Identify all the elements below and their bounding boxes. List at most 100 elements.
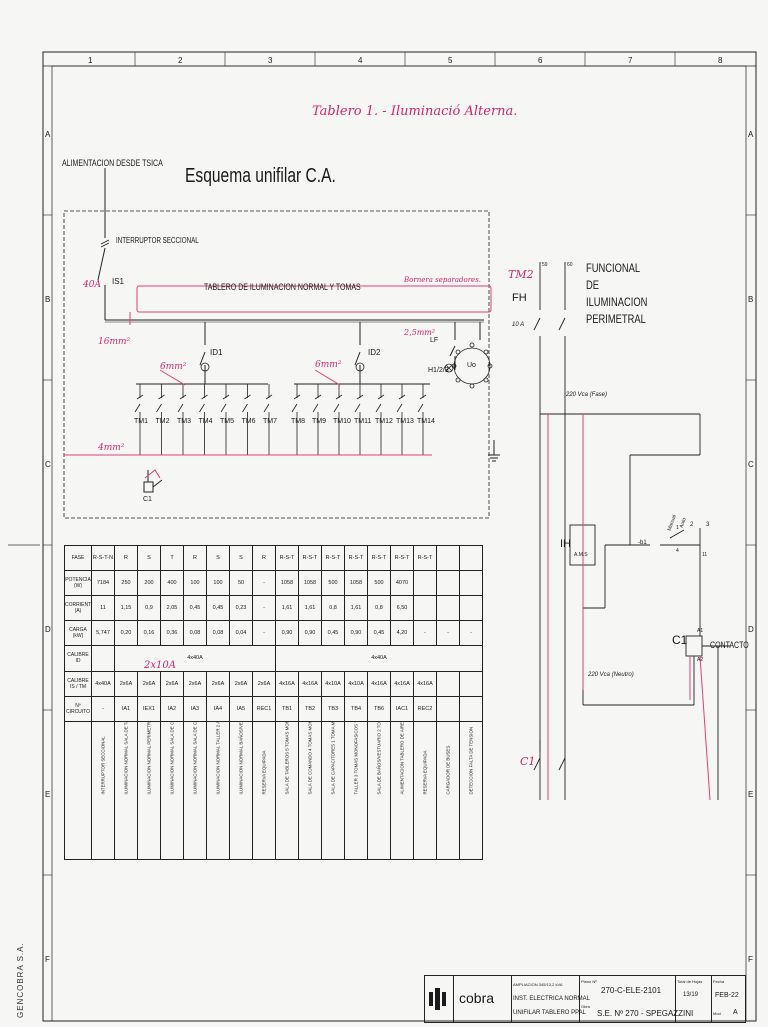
handwritten-size: 40A: [83, 280, 101, 290]
column-number: 2: [178, 56, 183, 65]
terminal-a1: A1: [697, 628, 704, 634]
table-cell: T: [160, 544, 184, 572]
terminal-11: 11: [702, 552, 708, 558]
row-letter: C: [45, 460, 51, 469]
fh-label: FH: [512, 292, 527, 304]
table-cell: 4x16A: [413, 670, 437, 697]
table-cell: 5,747: [91, 620, 115, 647]
row-letter: A: [45, 130, 51, 139]
table-cell: 1,61: [298, 595, 322, 622]
hojas-label: Total de Hojas: [677, 979, 703, 984]
table-cell: 4x16A: [367, 670, 391, 697]
table-cell: 0,45: [183, 595, 207, 622]
breaker-switch-icon: [134, 384, 144, 455]
table-cell: [413, 595, 437, 622]
table-cell: R-S-T: [413, 544, 437, 572]
breaker-switch-icon: [263, 384, 273, 455]
breaker-switch-icon: [396, 384, 406, 455]
table-cell: -: [252, 570, 276, 597]
table-cell: 2x6A: [114, 670, 138, 697]
plano-box: Plano Nº 270-C-ELE-2101 Obra S.E. Nº 270…: [579, 976, 693, 1022]
description-text: RESERVA EQUIPADA: [261, 750, 267, 795]
description-cell: ILUMINACION NORMAL SALA DE CAPACITORES 2…: [183, 720, 207, 861]
table-cell: 0,45: [321, 620, 345, 647]
functional-title-line: ILUMINACION: [586, 295, 648, 309]
uo-label: Uo: [467, 362, 476, 369]
handwritten-size: 2,5mm²: [404, 328, 436, 337]
description-cell: DETECCION FALTA DE TENSION: [459, 720, 483, 861]
breaker-switch-icon: [375, 384, 385, 455]
table-cell: R: [252, 544, 276, 572]
table-cell: R: [114, 544, 138, 572]
table-cell: [436, 544, 460, 572]
neutral-label: 220 Vca (Neutro): [588, 672, 634, 678]
row-letter: F: [45, 955, 50, 964]
table-cell: IEX1: [137, 695, 161, 722]
breaker-label: TM3: [177, 418, 191, 425]
functional-title-line: PERIMETRAL: [586, 312, 646, 326]
column-number: 6: [538, 56, 543, 65]
row-letter: D: [748, 625, 754, 634]
terminal-3: 3: [706, 522, 710, 528]
handwritten-size: 6mm²: [160, 362, 187, 372]
breaker-label: TM9: [312, 418, 326, 425]
fecha-value: FEB-22: [715, 992, 739, 999]
is1-label: IS1: [112, 277, 125, 286]
table-cell: [91, 645, 115, 672]
functional-title-line: DE: [586, 278, 600, 292]
breaker-label: TM5: [220, 418, 234, 425]
table-cell: R-S-T: [344, 544, 368, 572]
row-letter: E: [748, 790, 754, 799]
breaker-label: TM1: [134, 418, 148, 425]
table-cell: 2x6A: [252, 670, 276, 697]
table-cell: 0,23: [229, 595, 253, 622]
plano-label: Plano Nº: [581, 979, 597, 984]
description-cell: CARGADOR DE BUSES: [436, 720, 460, 861]
table-cell: -: [91, 695, 115, 722]
b1-label: -b1: [638, 540, 647, 546]
table-cell: [413, 570, 437, 597]
column-number: 4: [358, 56, 363, 65]
handwritten-size: 4mm²: [98, 443, 125, 453]
functional-title: FUNCIONAL DE ILUMINACION PERIMETRAL: [586, 260, 647, 328]
table-cell: 2x6A: [206, 670, 230, 697]
handwritten-note: Bornera separadores.: [404, 276, 482, 284]
handwritten-size: 6mm²: [315, 360, 342, 370]
id2-label: ID2: [368, 348, 381, 357]
description-text: CARGADOR DE BUSES: [445, 745, 451, 795]
company-name: cobra: [459, 990, 495, 1006]
company-mark-icon: [429, 988, 446, 1010]
description-cell: ILUMINACION NORMAL TALLER 2 ARTEFACTOS 1…: [206, 720, 230, 861]
description-text: DETECCION FALTA DE TENSION: [468, 726, 474, 795]
table-cell: [459, 670, 483, 697]
table-cell: 1,61: [344, 595, 368, 622]
table-cell: S: [137, 544, 161, 572]
row-letter: B: [45, 295, 51, 304]
sheet-outer-border: [42, 51, 757, 1022]
description-text: ILUMINACION NORMAL TALLER 2 ARTEFACTOS 1…: [215, 721, 221, 795]
breaker-switch-icon: [312, 384, 322, 455]
handwritten-title: Tablero 1. - Iluminació Alterna.: [312, 104, 518, 119]
table-cell: [436, 695, 460, 722]
c1-label: C1: [672, 633, 688, 647]
table-cell: 500: [367, 570, 391, 597]
table-cell: [436, 670, 460, 697]
breaker-label: TM10: [333, 418, 351, 425]
table-cell: 0,90: [344, 620, 368, 647]
lf-label: LF: [430, 337, 439, 344]
table-cell: 4x10A: [321, 670, 345, 697]
handwritten-tag: TM2: [508, 268, 534, 281]
project-line2: UNIFILAR TABLERO PPAL: [513, 1010, 587, 1016]
description-cell: TALLER 3 TOMAS MONOFASICOS Y 2 TRIFASICO…: [344, 720, 368, 861]
terminal-a2: A2: [697, 657, 704, 663]
row-header: POTENCIA (W): [64, 570, 92, 597]
row-letter: B: [748, 295, 754, 304]
table-cell: 500: [321, 570, 345, 597]
table-cell: 100: [183, 570, 207, 597]
table-cell: 0,90: [275, 620, 299, 647]
column-number: 5: [448, 56, 453, 65]
row-letter: D: [45, 625, 51, 634]
phase-label: 220 Vca (Fase): [566, 392, 608, 398]
